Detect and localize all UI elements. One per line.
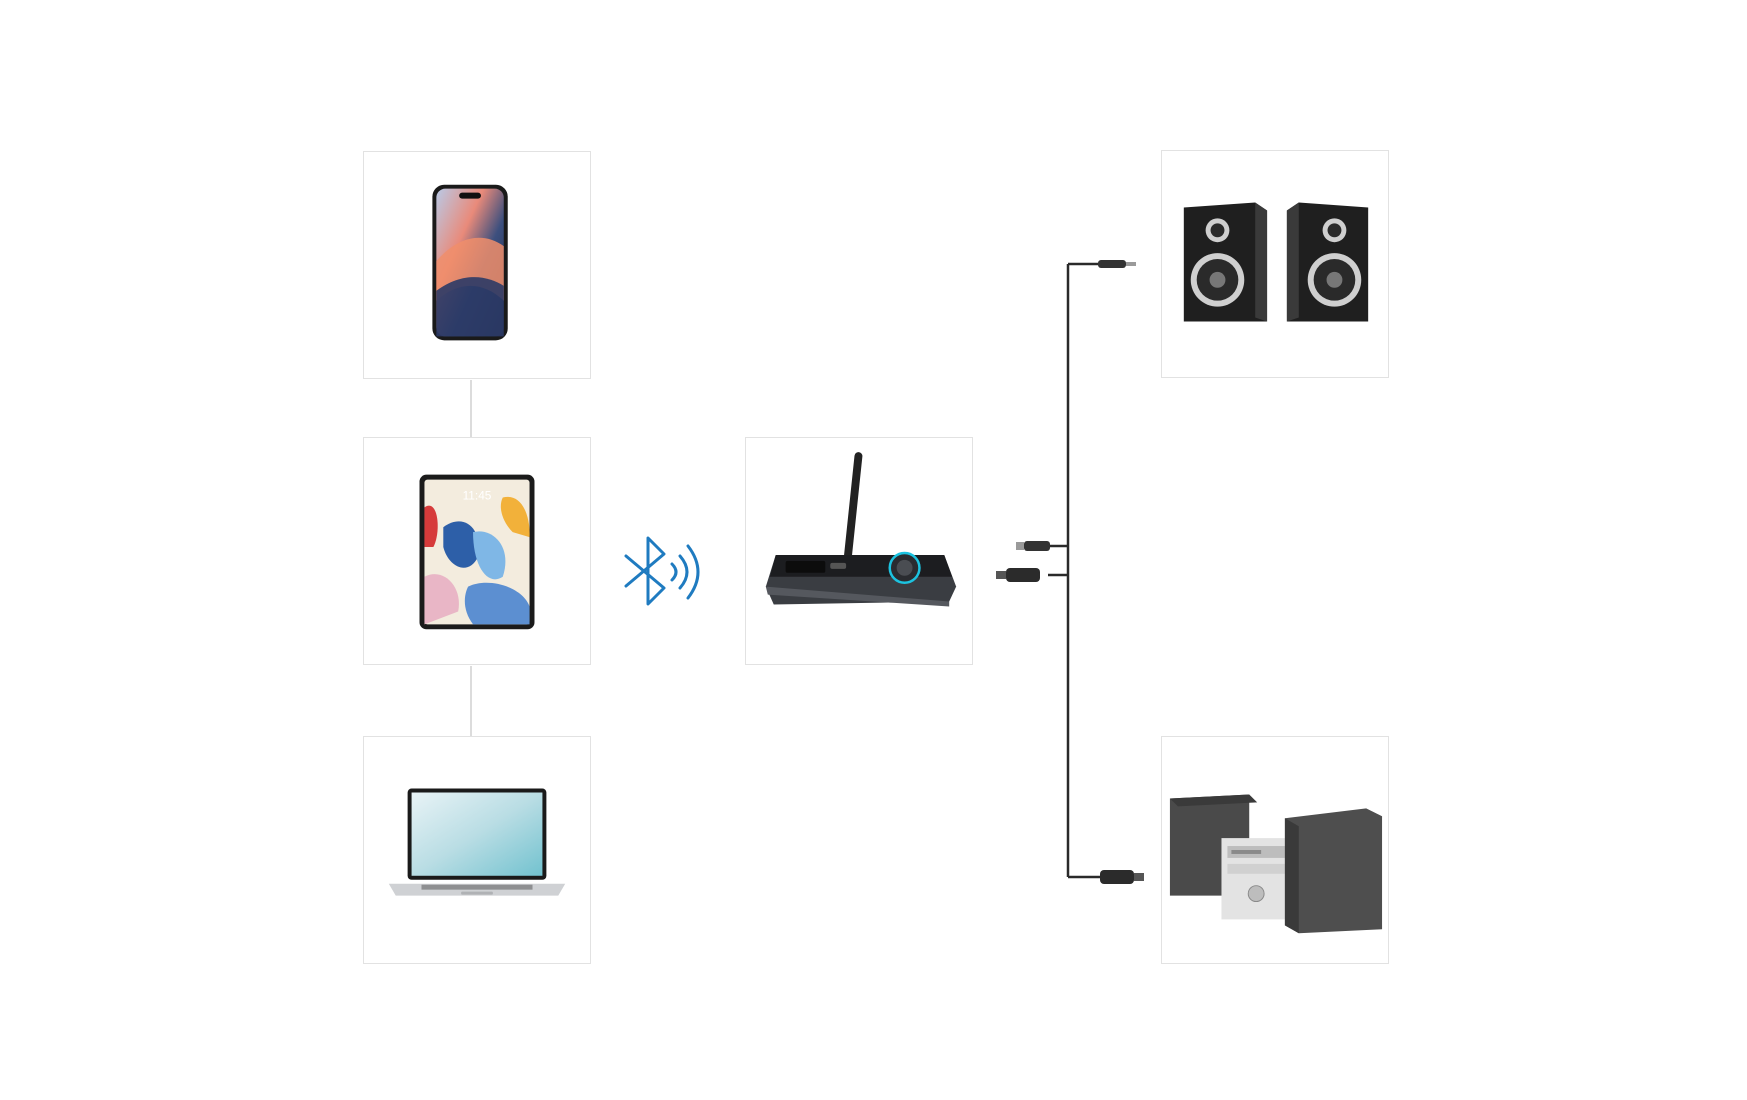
- tablet-clock: 11:45: [463, 488, 492, 502]
- source-panel-smartphone: [363, 151, 591, 379]
- jack-connector-speakers: [1098, 260, 1136, 268]
- bluetooth-transceiver-icon: [765, 452, 957, 607]
- hifi-system-icon: [1169, 794, 1383, 934]
- tablet-icon: 11:45: [419, 474, 535, 630]
- connector-phone-tablet: [470, 380, 472, 437]
- output-panel-stereo: [1161, 736, 1389, 964]
- jack-connector-hub: [1016, 541, 1050, 551]
- optical-connector-hub: [996, 568, 1040, 582]
- speakers-icon: [1183, 202, 1369, 322]
- connector-tablet-laptop: [470, 666, 472, 736]
- smartphone-icon: [432, 184, 508, 341]
- hub-panel-transceiver: [745, 437, 973, 665]
- bluetooth-wireless-icon: [624, 536, 700, 606]
- laptop-icon: [388, 788, 566, 896]
- output-trunk-cable: [1048, 262, 1102, 879]
- output-panel-speakers: [1161, 150, 1389, 378]
- source-panel-tablet: 11:45: [363, 437, 591, 665]
- optical-connector-stereo: [1100, 870, 1144, 884]
- source-panel-laptop: [363, 736, 591, 964]
